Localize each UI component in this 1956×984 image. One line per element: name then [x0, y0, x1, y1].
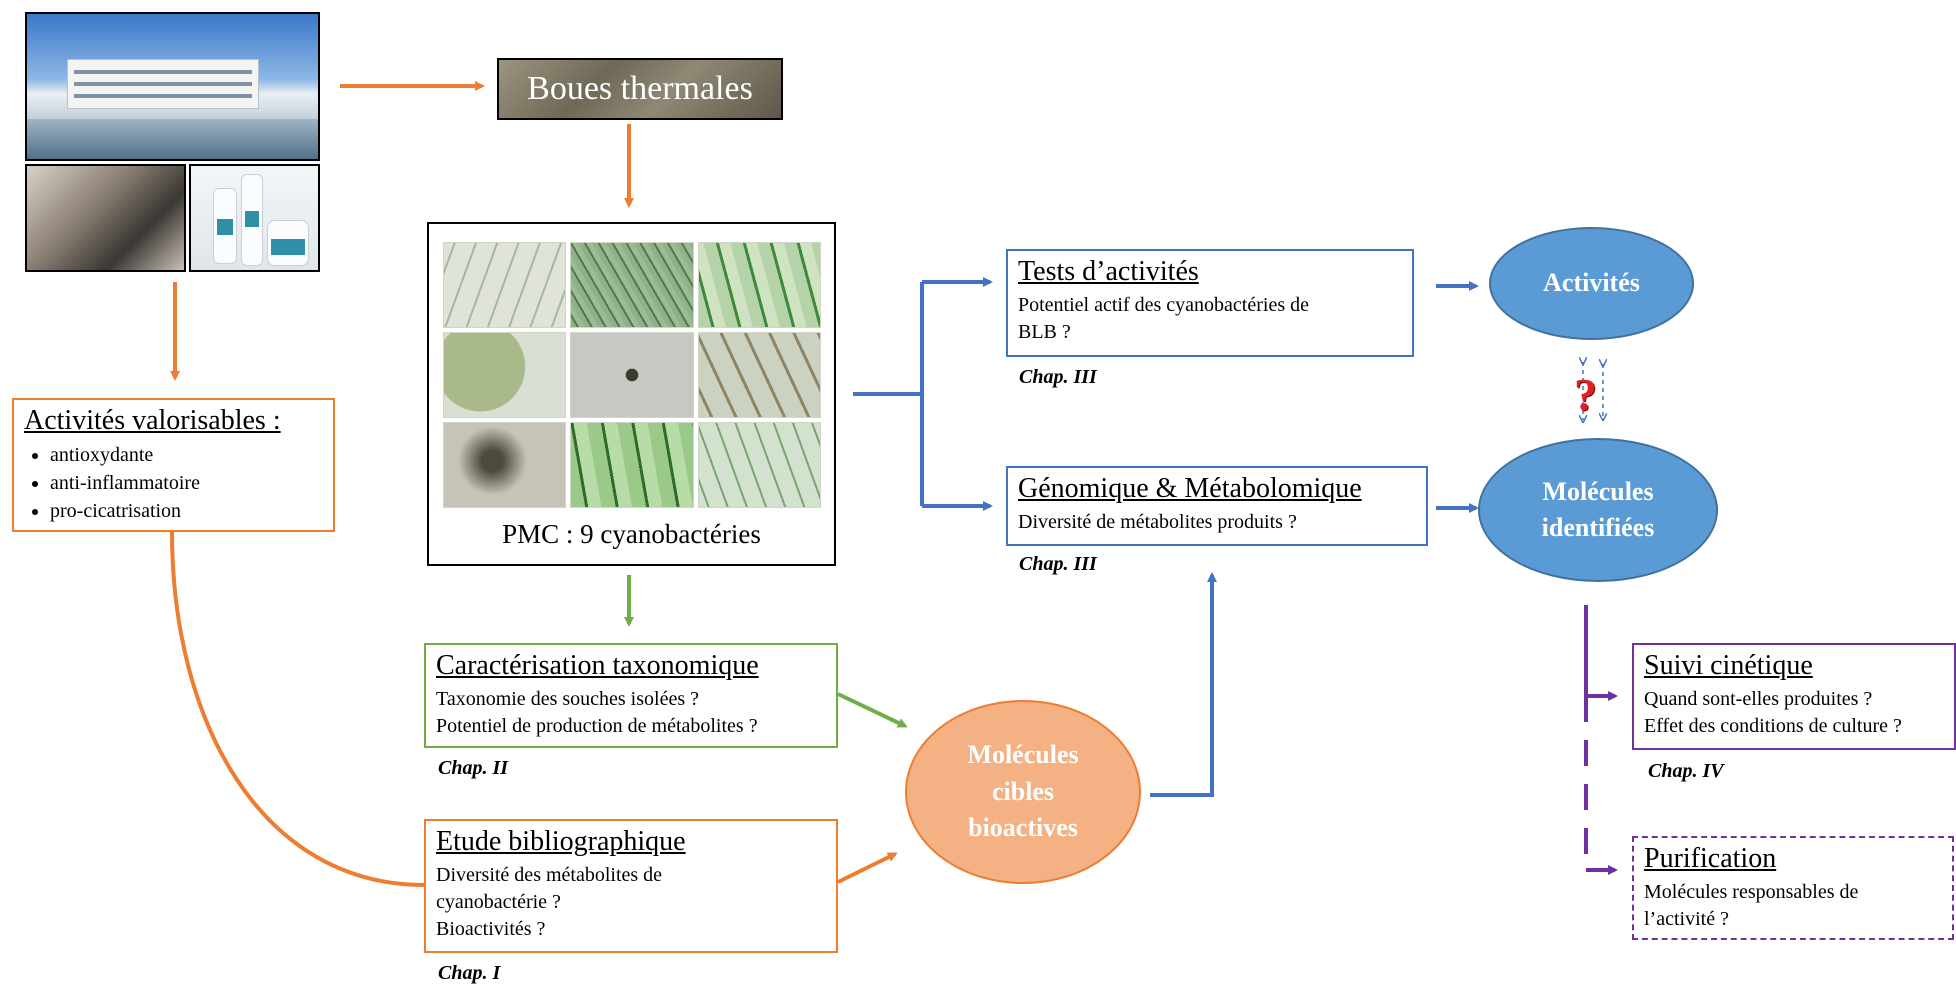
activites-label: Activités	[1543, 268, 1640, 298]
tests-title: Tests d’activités	[1018, 256, 1199, 287]
cyanobacteria-micrograph-grid	[443, 242, 821, 508]
taxonomie-title: Caractérisation taxonomique	[436, 650, 759, 681]
purification-box: Purification Molécules responsables de l…	[1632, 836, 1954, 940]
list-item: pro-cicatrisation	[50, 497, 323, 525]
micrograph-6	[697, 332, 821, 418]
biblio-title: Etude bibliographique	[436, 826, 686, 857]
chap-label-genomique: Chap. III	[1019, 553, 1097, 575]
pmc-cyanobacteria-panel: PMC : 9 cyanobactéries	[427, 222, 836, 566]
molecules-identifiees-line: identifiées	[1541, 513, 1655, 542]
molecules-cibles-line: cibles	[991, 776, 1055, 806]
tests-activites-box: Tests d’activités Potentiel actif des cy…	[1006, 249, 1414, 357]
activites-list: antioxydante anti-inflammatoire pro-cica…	[24, 441, 323, 525]
suivi-cinetique-box: Suivi cinétique Quand sont-elles produit…	[1632, 643, 1956, 750]
micrograph-4	[443, 332, 567, 418]
molecules-cibles-line: Molécules	[967, 740, 1079, 770]
chap-label-tests: Chap. III	[1019, 366, 1097, 388]
activites-valorisables-title: Activités valorisables :	[24, 405, 281, 436]
caracterisation-taxonomique-box: Caractérisation taxonomique Taxonomie de…	[424, 643, 838, 748]
pmc-label: PMC : 9 cyanobactéries	[502, 519, 761, 549]
genomique-metabolomique-box: Génomique & Métabolomique Diversité de m…	[1006, 466, 1428, 546]
mud-treatment-photo	[25, 164, 186, 272]
tests-line: BLB ?	[1018, 320, 1071, 343]
curve-activites-to-biblio	[170, 531, 425, 887]
micrograph-7	[443, 422, 567, 508]
molecules-cibles-bioactives-ellipse: Molécules cibles bioactives	[905, 700, 1141, 884]
list-item: anti-inflammatoire	[50, 469, 323, 497]
activites-valorisables-box: Activités valorisables : antioxydante an…	[12, 398, 335, 532]
genomique-line: Diversité de métabolites produits ?	[1018, 510, 1297, 533]
micrograph-5	[570, 332, 694, 418]
purification-line: Molécules responsables de	[1644, 880, 1859, 903]
purification-title: Purification	[1644, 843, 1777, 874]
molecules-identifiees-ellipse: Molécules identifiées	[1478, 438, 1718, 582]
activites-ellipse: Activités	[1489, 227, 1694, 340]
biblio-line: cyanobactérie ?	[436, 890, 561, 913]
arrow-molecules-cibles-to-genomique	[1150, 572, 1217, 797]
micrograph-9	[697, 422, 821, 508]
micrograph-8	[570, 422, 694, 508]
biblio-line: Diversité des métabolites de	[436, 863, 663, 886]
suivi-line: Effet des conditions de culture ?	[1644, 714, 1902, 737]
cosmetic-products-photo	[189, 164, 320, 272]
boues-thermales-title: Boues thermales	[527, 70, 753, 107]
chap-label-suivi: Chap. IV	[1648, 760, 1724, 782]
micrograph-3	[697, 242, 821, 328]
chap-label-biblio: Chap. I	[438, 962, 501, 984]
chap-label-taxonomie: Chap. II	[438, 757, 509, 779]
arrow-taxonomie-to-molecules-cibles	[837, 692, 908, 728]
purification-line: l’activité ?	[1644, 907, 1729, 930]
arrow-biblio-to-molecules-cibles	[837, 852, 898, 884]
biblio-line: Bioactivités ?	[436, 917, 546, 940]
micrograph-2	[570, 242, 694, 328]
tests-line: Potentiel actif des cyanobactéries de	[1018, 293, 1309, 316]
suivi-line: Quand sont-elles produites ?	[1644, 687, 1873, 710]
micrograph-1	[443, 242, 567, 328]
taxonomie-line: Taxonomie des souches isolées ?	[436, 687, 699, 710]
question-mark-icon: ?	[1574, 369, 1597, 420]
list-item: antioxydante	[50, 441, 323, 469]
molecules-cibles-line: bioactives	[968, 813, 1078, 843]
taxonomie-line: Potentiel de production de métabolites ?	[436, 714, 758, 737]
etude-bibliographique-box: Etude bibliographique Diversité des méta…	[424, 819, 838, 953]
thermal-spa-building-photo	[25, 12, 320, 161]
molecules-identifiees-line: Molécules	[1542, 476, 1654, 506]
bracket-pmc-to-tests-and-genomique	[853, 282, 924, 506]
genomique-title: Génomique & Métabolomique	[1018, 473, 1362, 504]
boues-thermales-box: Boues thermales	[497, 58, 783, 120]
suivi-title: Suivi cinétique	[1644, 650, 1813, 681]
